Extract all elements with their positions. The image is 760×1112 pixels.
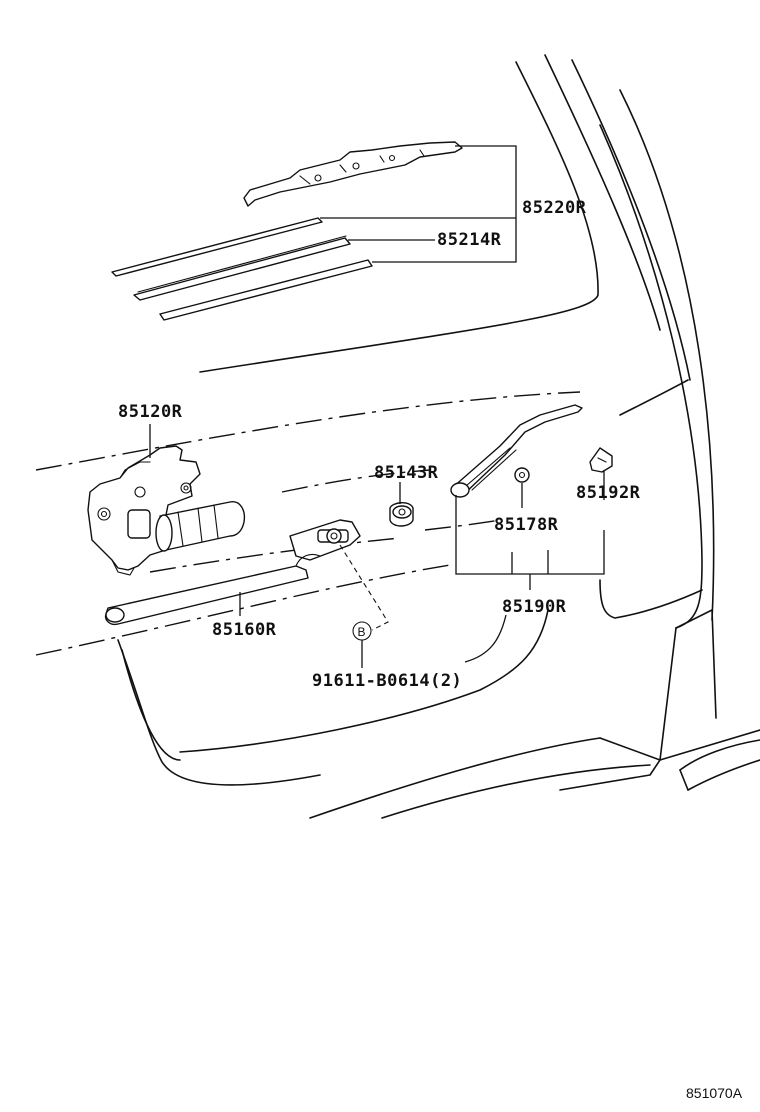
- label-85192r: 85192R: [576, 483, 641, 503]
- wiper-motor: [87, 445, 246, 576]
- label-85143r: 85143R: [374, 463, 439, 483]
- label-85160r: 85160R: [212, 620, 277, 640]
- head-cap: [589, 447, 613, 473]
- back-door-outline: [35, 54, 760, 819]
- label-85190r: 85190R: [502, 597, 567, 617]
- label-85220r: 85220R: [522, 198, 587, 218]
- figure-reference: 851070A: [686, 1085, 743, 1101]
- wiper-blade-assembly: [111, 141, 463, 321]
- nut: [514, 467, 530, 483]
- callout-b-text: B: [358, 625, 366, 639]
- wiper-arm: [450, 404, 583, 498]
- wiper-link: [104, 519, 361, 626]
- callout-b: B: [352, 621, 372, 641]
- leader-lines: [149, 145, 605, 668]
- label-85120r: 85120R: [118, 402, 183, 422]
- pivot-cap: [389, 502, 414, 527]
- label-85214r: 85214R: [437, 230, 502, 250]
- label-85178r: 85178R: [494, 515, 559, 535]
- label-91611-b0614: 91611-B0614(2): [312, 671, 462, 691]
